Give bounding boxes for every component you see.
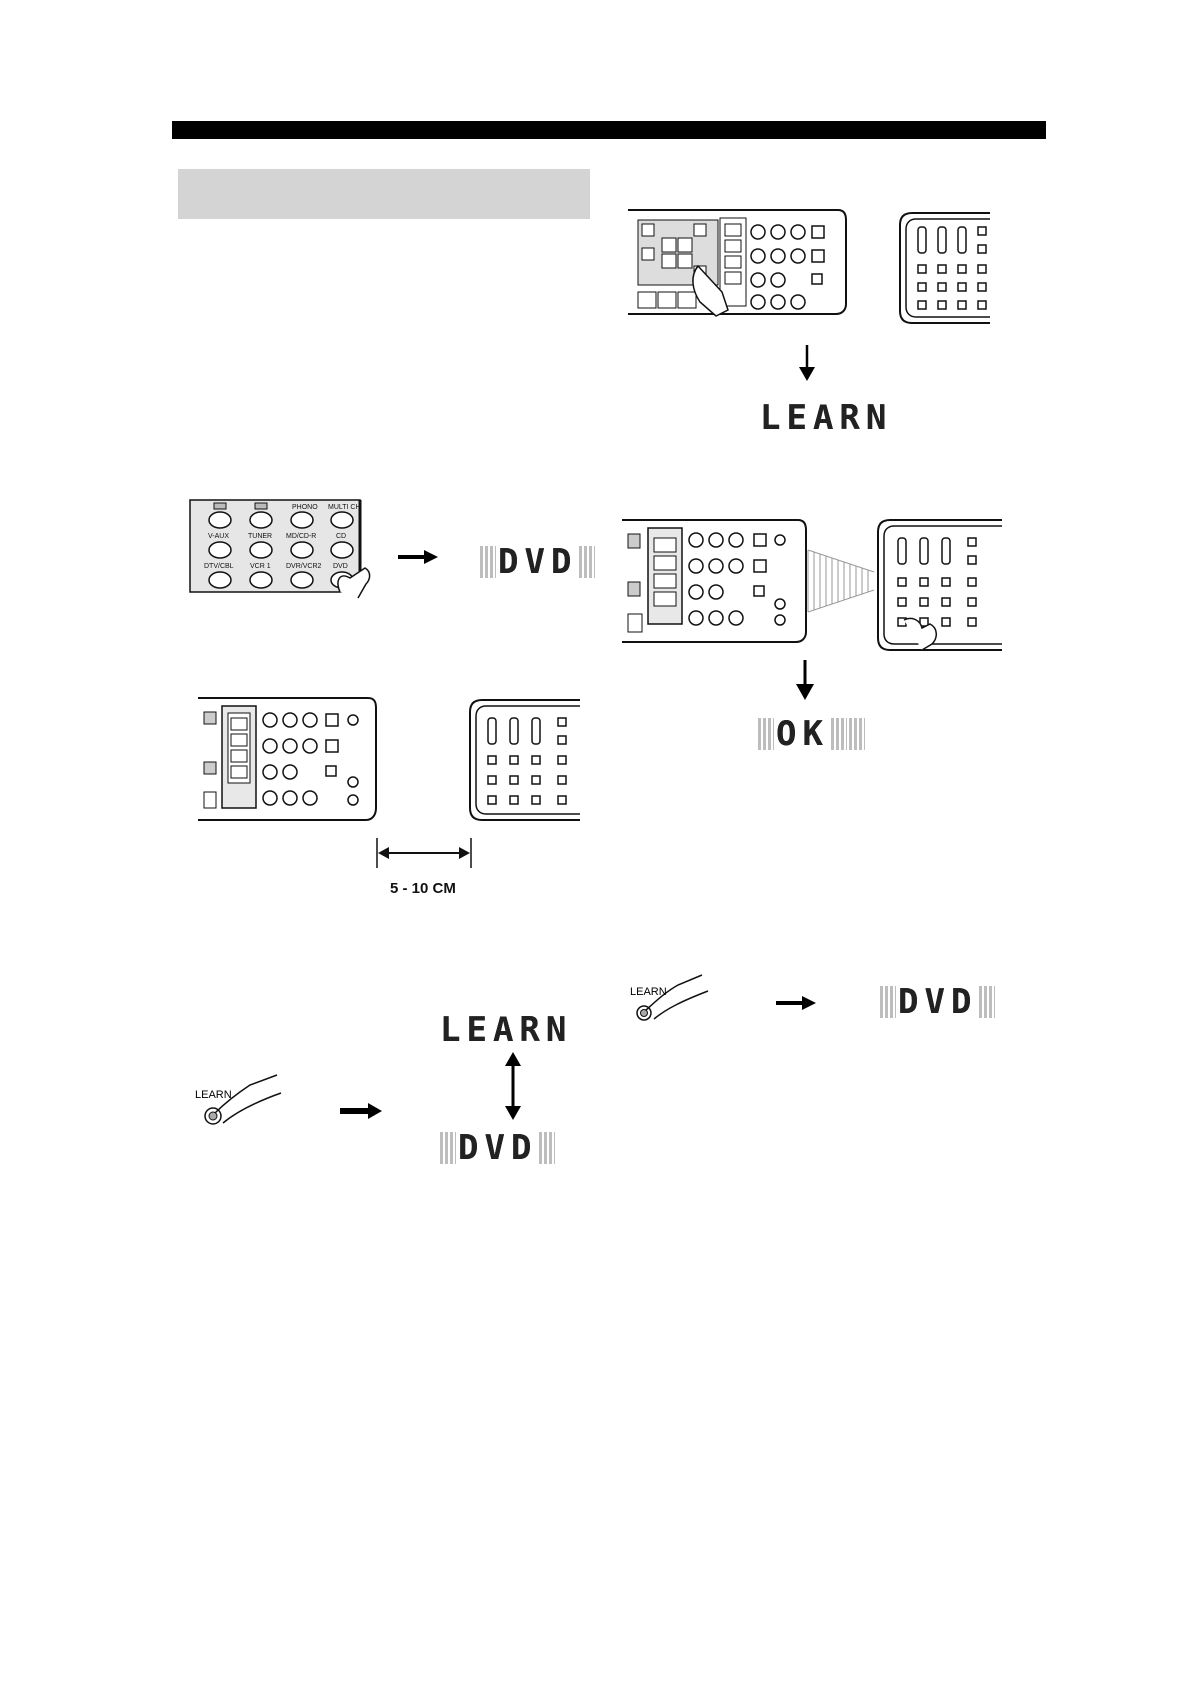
arrow-right-icon <box>398 550 438 564</box>
key-tuner: TUNER <box>248 533 272 540</box>
lcd-segment-icon <box>880 986 896 1018</box>
header-bar <box>172 121 1046 139</box>
display-step3-bottom: DVD <box>440 1128 556 1168</box>
arrow-down-icon <box>796 660 814 700</box>
key-v-aux: V-AUX <box>208 533 229 540</box>
lcd-segment-icon <box>758 718 774 750</box>
display-step1: DVD <box>480 542 596 582</box>
arrow-down-icon <box>799 345 815 381</box>
lcd-segment-icon <box>440 1132 456 1164</box>
key-vcr1: VCR 1 <box>250 563 271 570</box>
display-text: DVD <box>458 1128 538 1168</box>
input-selector-keypad: PHONO MULTI CH V-AUX TUNER MD/CD-R CD DT… <box>189 499 371 599</box>
lcd-segment-icon <box>830 718 847 750</box>
lcd-segment-icon <box>539 1132 556 1164</box>
key-dvr-vcr2: DVR/VCR2 <box>286 563 322 570</box>
key-cd: CD <box>336 533 346 540</box>
lcd-segment-icon <box>579 546 596 578</box>
learn-button-press: LEARN <box>195 1074 282 1125</box>
display-text: DVD <box>498 542 578 582</box>
remote-top-view-press <box>628 209 847 317</box>
learn-button-label: LEARN <box>630 986 667 998</box>
key-dtv-cbl: DTV/CBL <box>204 563 234 570</box>
toggle-arrow-icon <box>505 1052 521 1120</box>
lcd-segment-icon <box>848 718 865 750</box>
arrow-right-icon <box>340 1103 382 1119</box>
learn-button-press: LEARN <box>630 974 709 1021</box>
section-title-box <box>178 169 590 219</box>
display-step4: LEARN <box>760 398 892 438</box>
display-text: DVD <box>898 982 978 1022</box>
display-step3-top: LEARN <box>440 1010 572 1050</box>
distance-arrow-icon <box>376 838 472 868</box>
distance-label: 5 - 10 CM <box>390 880 456 897</box>
display-step5: OK <box>758 714 865 754</box>
remote-top-view-left <box>198 697 377 821</box>
finger-icon <box>903 617 937 651</box>
key-md-cd-r: MD/CD-R <box>286 533 316 540</box>
finger-icon <box>337 567 371 599</box>
display-text: OK <box>776 714 829 754</box>
finger-icon <box>692 264 729 317</box>
display-text: LEARN <box>440 1010 573 1050</box>
key-multi-ch: MULTI CH <box>328 504 361 511</box>
key-dvd: DVD <box>333 563 348 570</box>
display-text: LEARN <box>760 398 893 438</box>
remote-top-view-right <box>899 212 990 324</box>
lcd-segment-icon <box>480 546 496 578</box>
remote-top-view-right <box>469 699 580 821</box>
remote-transmit <box>622 519 1002 651</box>
key-phono: PHONO <box>292 504 318 511</box>
display-step6: DVD <box>880 982 996 1022</box>
arrow-right-icon <box>776 996 816 1010</box>
learn-button-label: LEARN <box>195 1089 232 1101</box>
lcd-segment-icon <box>979 986 996 1018</box>
